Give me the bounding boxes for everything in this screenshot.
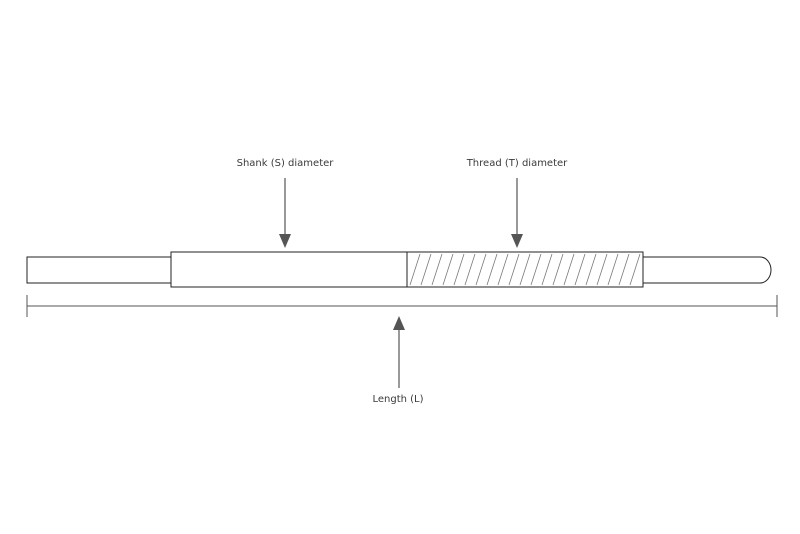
thread-hatch-line bbox=[563, 253, 575, 286]
shank-diameter-label: Shank (S) diameter bbox=[237, 158, 335, 169]
thread-hatch-line bbox=[508, 253, 520, 286]
right-pin bbox=[642, 256, 772, 284]
thread-hatch-line bbox=[596, 253, 608, 286]
thread-diameter-label: Thread (T) diameter bbox=[466, 158, 568, 169]
thread-hatch-line bbox=[574, 253, 586, 286]
thread-hatch-line bbox=[530, 253, 542, 286]
thread-hatch-line bbox=[409, 253, 421, 286]
thread-hatch-line bbox=[486, 253, 498, 286]
shank-body bbox=[170, 251, 408, 288]
thread-hatch-line bbox=[464, 253, 476, 286]
left-pin bbox=[26, 256, 173, 284]
thread-hatch-line bbox=[519, 253, 531, 286]
thread-hatch bbox=[409, 253, 641, 286]
thread-section bbox=[406, 251, 644, 288]
thread-hatch-line bbox=[607, 253, 619, 286]
thread-hatch-line bbox=[552, 253, 564, 286]
thread-hatch-line bbox=[453, 253, 465, 286]
thread-hatch-line bbox=[442, 253, 454, 286]
thread-hatch-line bbox=[585, 253, 597, 286]
length-label: Length (L) bbox=[372, 394, 423, 405]
shank-arrow bbox=[279, 178, 291, 248]
thread-hatch-line bbox=[618, 253, 630, 286]
thread-hatch-line bbox=[629, 253, 641, 286]
thread-hatch-line bbox=[431, 253, 443, 286]
length-arrow bbox=[393, 316, 405, 388]
thread-hatch-line bbox=[420, 253, 432, 286]
thread-hatch-line bbox=[475, 253, 487, 286]
thread-hatch-line bbox=[541, 253, 553, 286]
length-dimension-line bbox=[26, 295, 778, 317]
thread-hatch-line bbox=[497, 253, 509, 286]
thread-arrow bbox=[511, 178, 523, 248]
